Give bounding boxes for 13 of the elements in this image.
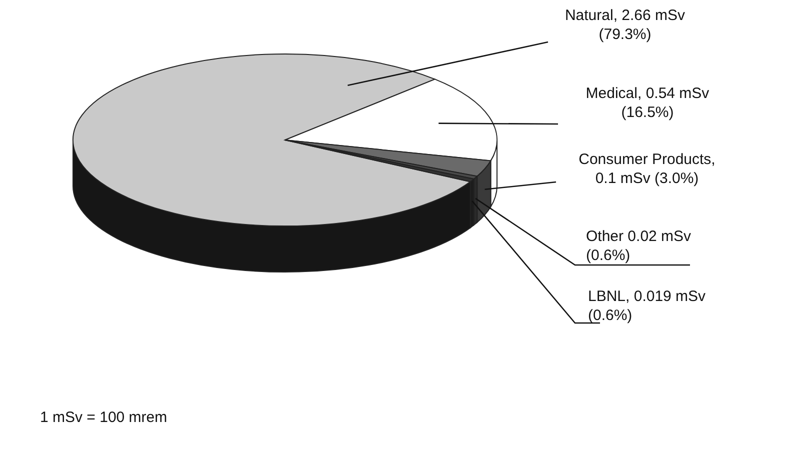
pie-slice — [72, 54, 471, 272]
slice-label: Medical, 0.54 mSv (16.5%) — [575, 84, 720, 122]
leader-line — [472, 200, 600, 324]
unit-note: 1 mSv = 100 mrem — [40, 409, 168, 426]
leader-line — [438, 122, 558, 125]
slice-label: Consumer Products, 0.1 mSv (3.0%) — [567, 150, 727, 188]
leader-line — [484, 181, 556, 190]
pie-slice — [284, 78, 498, 208]
leader-line — [475, 198, 690, 266]
leader-line — [348, 41, 548, 86]
slice-label: LBNL, 0.019 mSv (0.6%) — [588, 287, 723, 325]
slice-label: Other 0.02 mSv (0.6%) — [586, 227, 704, 265]
slice-label: Natural, 2.66 mSv (79.3%) — [555, 6, 695, 44]
